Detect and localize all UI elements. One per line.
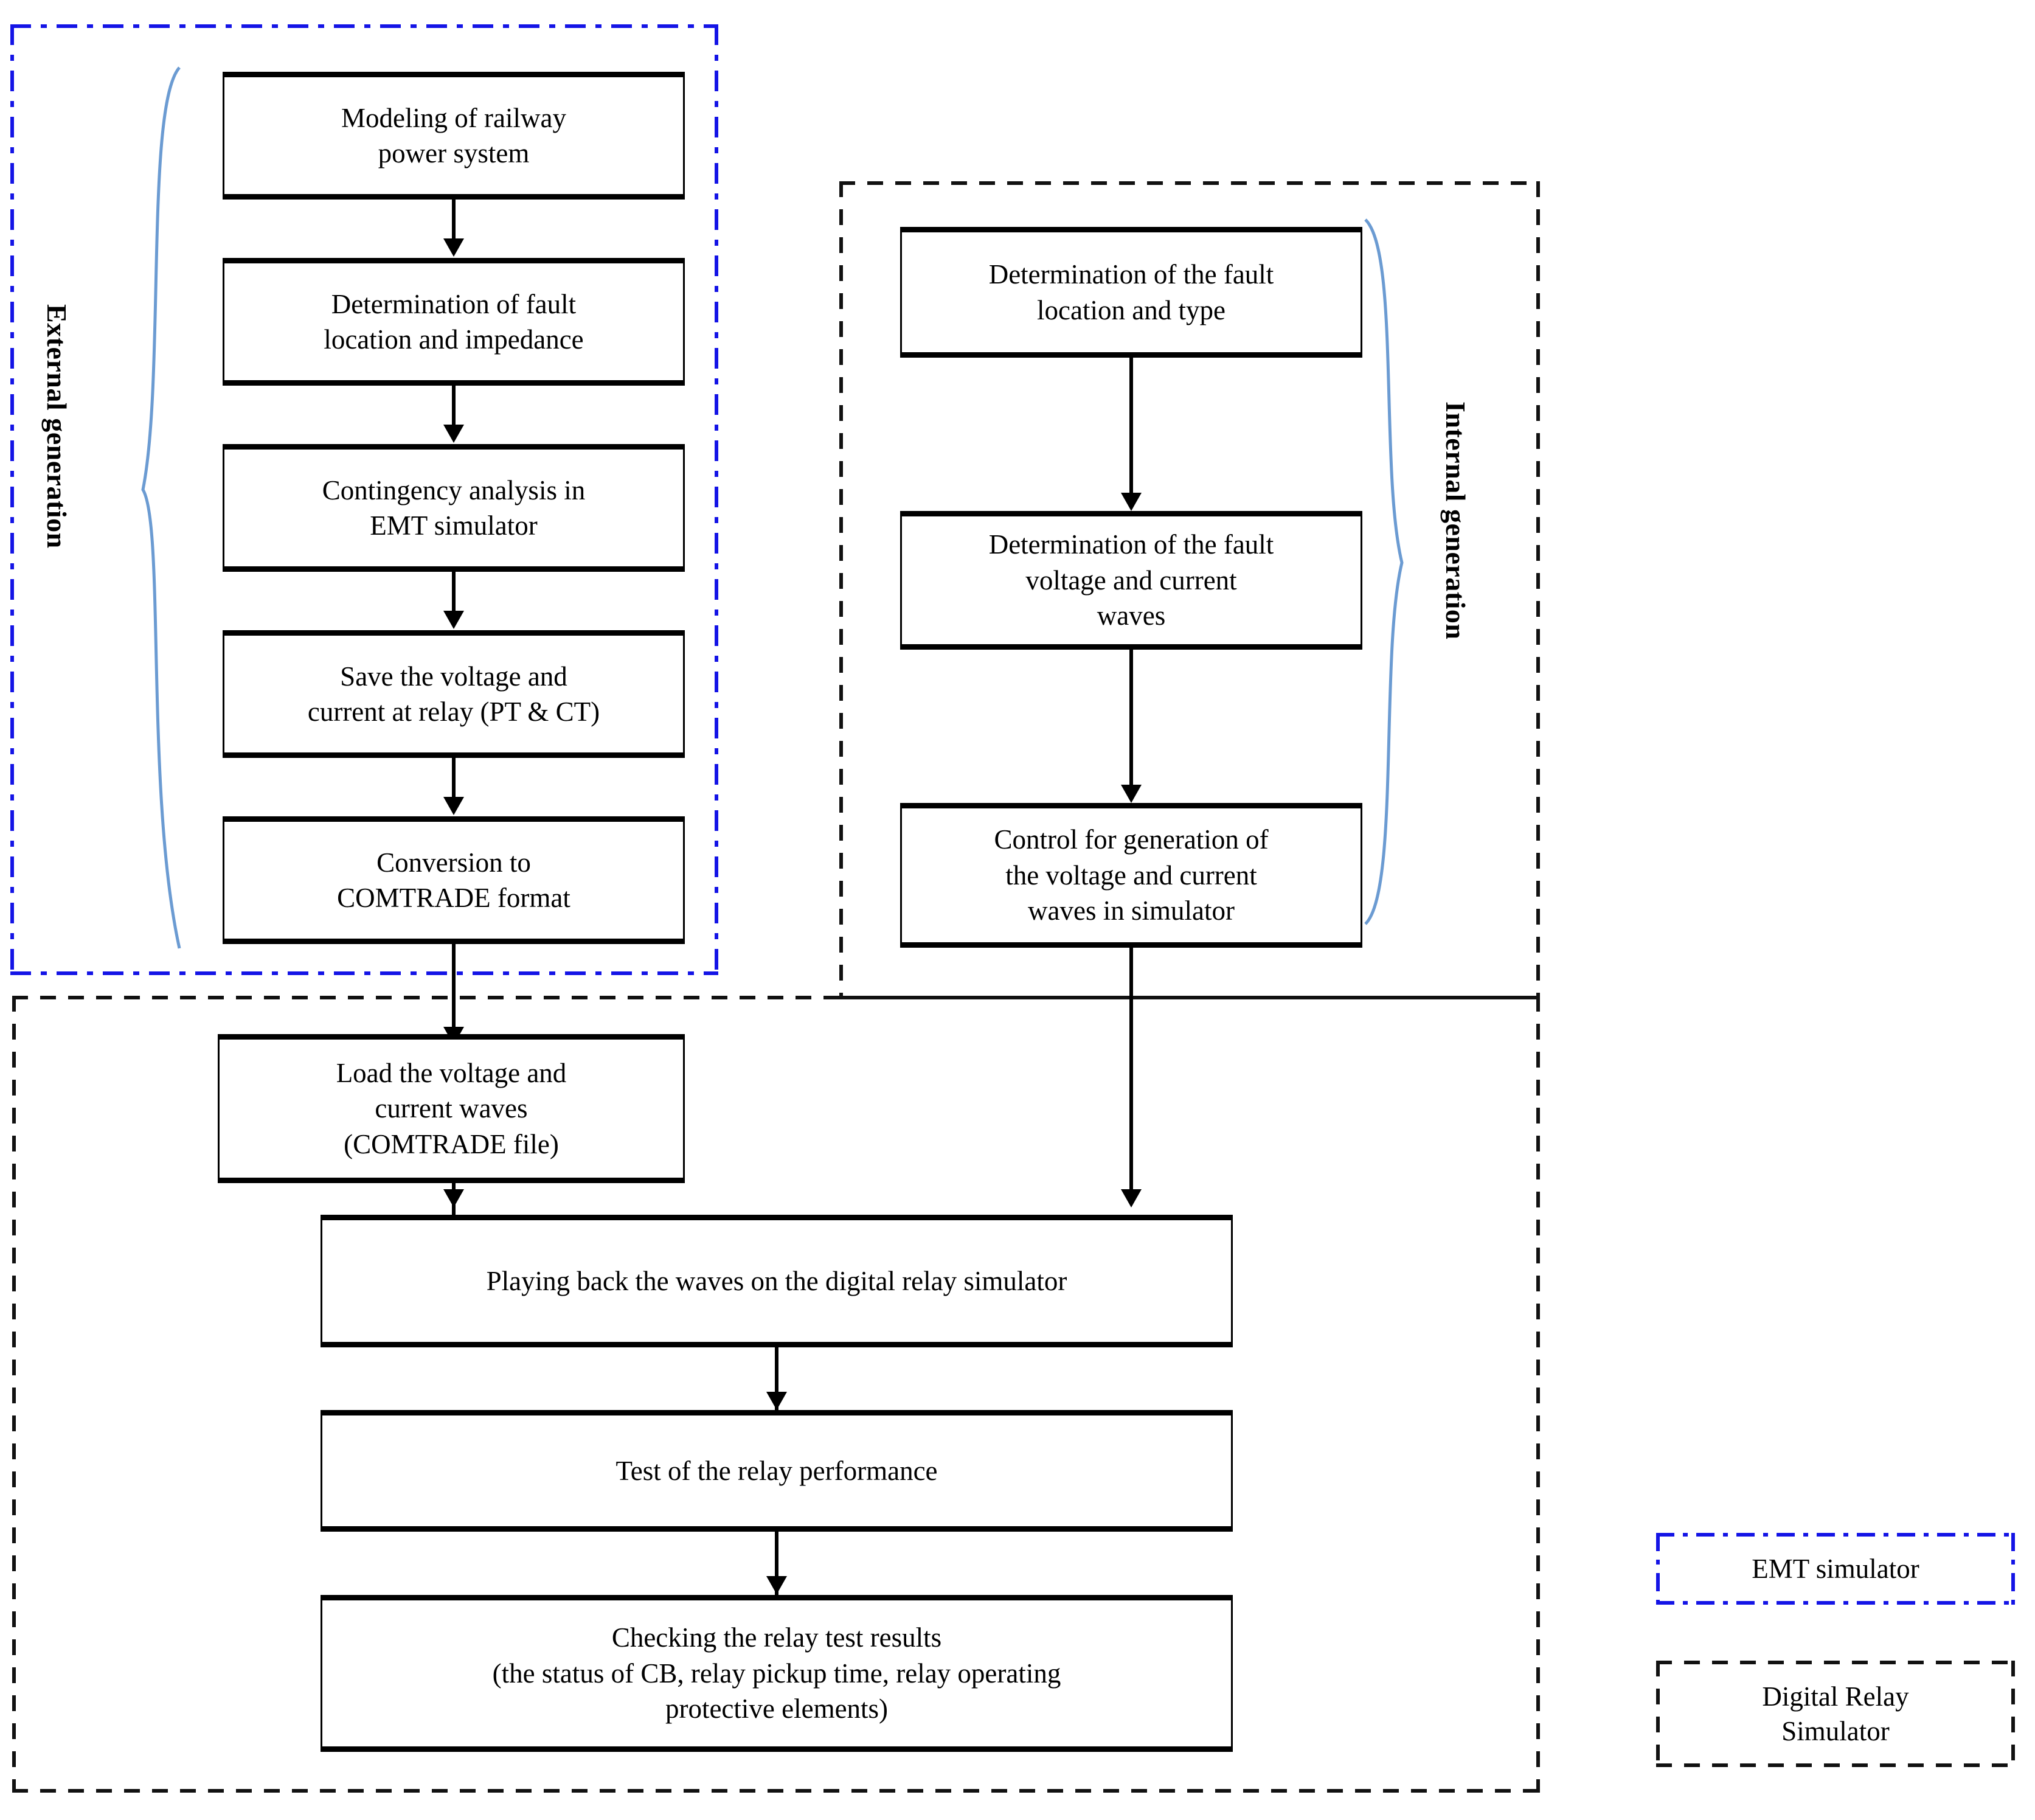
arrow-ext-5-to-load bbox=[452, 944, 456, 1032]
arrowhead-ext-2-to-3 bbox=[443, 425, 464, 443]
process-box-save-voltage-current-at-relay[interactable]: Save the voltage and current at relay (P… bbox=[223, 630, 685, 758]
internal-generation-brace bbox=[1364, 218, 1404, 925]
legend-emt-simulator: EMT simulator bbox=[1656, 1533, 2015, 1605]
arrow-test-to-checking bbox=[775, 1532, 778, 1596]
arrow-int-3-to-playback bbox=[1129, 948, 1133, 1194]
arrow-ext-1-to-2 bbox=[452, 200, 456, 243]
arrowhead-load-to-playback bbox=[443, 1189, 464, 1207]
arrow-int-1-to-2 bbox=[1129, 358, 1133, 498]
arrow-ext-3-to-4 bbox=[452, 572, 456, 616]
external-generation-brace bbox=[141, 66, 181, 949]
internal-generation-label: Internal generation bbox=[1440, 401, 1471, 640]
arrowhead-ext-4-to-5 bbox=[443, 797, 464, 815]
process-box-contingency-analysis-emt-simulator[interactable]: Contingency analysis in EMT simulator bbox=[223, 444, 685, 572]
arrowhead-test-to-checking bbox=[766, 1576, 787, 1594]
process-box-test-relay-performance[interactable]: Test of the relay performance bbox=[321, 1410, 1233, 1532]
arrow-int-2-to-3 bbox=[1129, 650, 1133, 790]
process-box-conversion-to-comtrade-format[interactable]: Conversion to COMTRADE format bbox=[223, 816, 685, 944]
process-box-load-voltage-current-waves-comtrade[interactable]: Load the voltage and current waves (COMT… bbox=[218, 1034, 685, 1183]
process-box-checking-relay-test-results[interactable]: Checking the relay test results (the sta… bbox=[321, 1595, 1233, 1752]
process-box-determination-fault-location-type[interactable]: Determination of the fault location and … bbox=[900, 227, 1362, 358]
arrowhead-playback-to-test bbox=[766, 1392, 787, 1410]
arrowhead-ext-1-to-2 bbox=[443, 238, 464, 257]
process-box-determination-fault-location-impedance[interactable]: Determination of fault location and impe… bbox=[223, 258, 685, 386]
arrowhead-int-3-to-playback bbox=[1121, 1189, 1142, 1207]
external-generation-label: External generation bbox=[41, 304, 72, 549]
process-box-playing-back-waves[interactable]: Playing back the waves on the digital re… bbox=[321, 1215, 1233, 1347]
process-box-determination-fault-voltage-current-waves[interactable]: Determination of the fault voltage and c… bbox=[900, 511, 1362, 650]
arrow-ext-2-to-3 bbox=[452, 386, 456, 429]
process-box-control-generation-voltage-current-waves[interactable]: Control for generation of the voltage an… bbox=[900, 803, 1362, 948]
arrowhead-int-1-to-2 bbox=[1121, 493, 1142, 511]
arrow-playback-to-test bbox=[775, 1347, 778, 1411]
process-box-modeling-railway-power-system[interactable]: Modeling of railway power system bbox=[223, 72, 685, 200]
arrowhead-int-2-to-3 bbox=[1121, 785, 1142, 803]
arrowhead-ext-3-to-4 bbox=[443, 611, 464, 629]
legend-digital-relay-simulator: Digital Relay Simulator bbox=[1656, 1661, 2015, 1767]
arrow-ext-4-to-5 bbox=[452, 758, 456, 802]
